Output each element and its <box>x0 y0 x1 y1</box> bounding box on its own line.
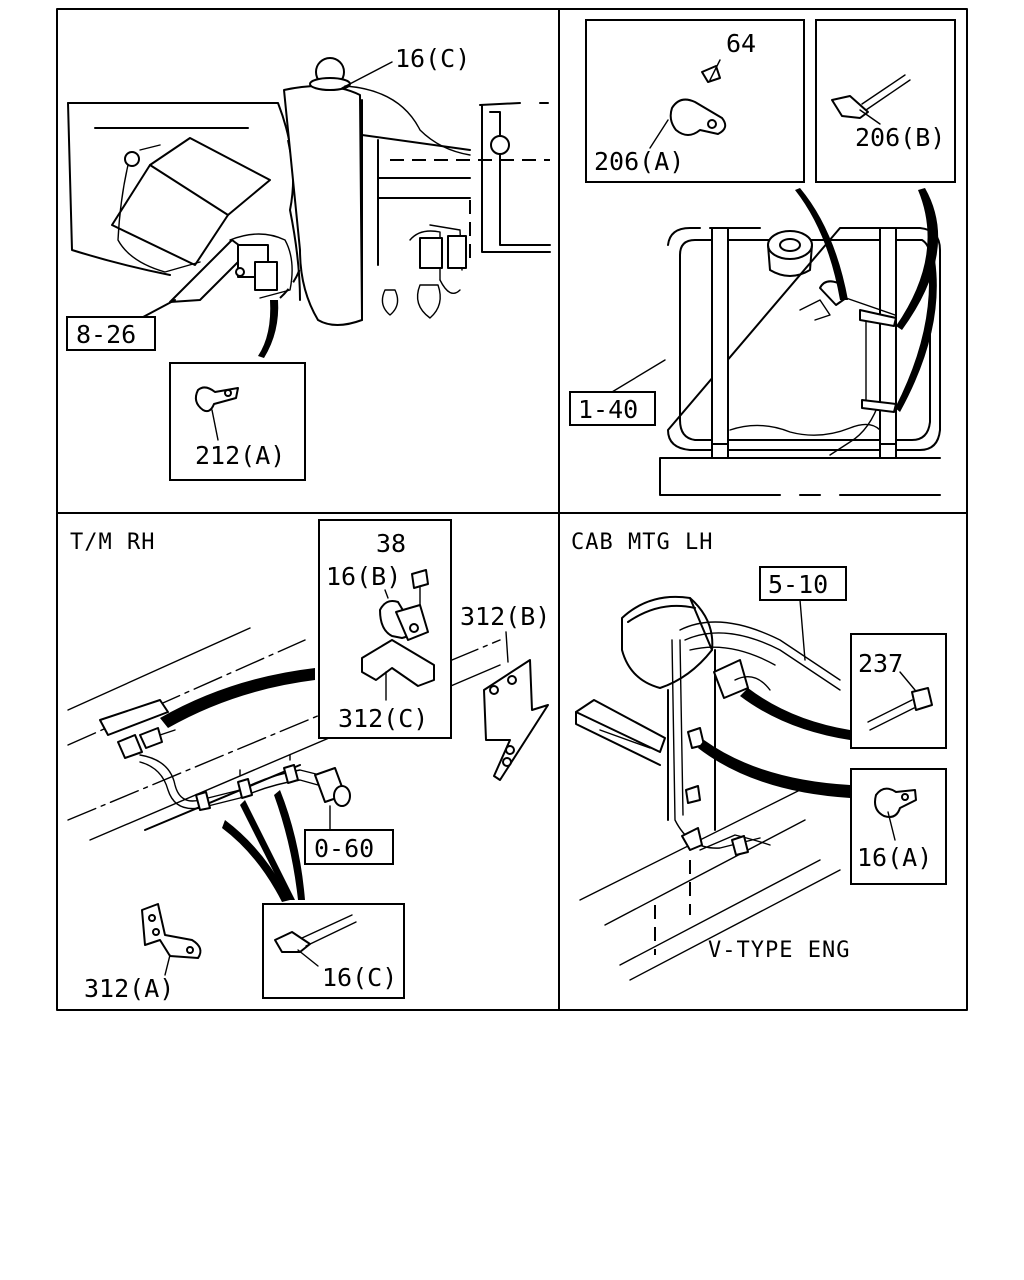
callout-box-0-60 <box>304 829 394 865</box>
panel-grid <box>56 8 968 1011</box>
callout-box-1-40 <box>569 391 656 426</box>
panel-top-left <box>67 57 551 358</box>
callout-212a: 212(A) <box>195 441 285 470</box>
callout-64: 64 <box>726 29 756 58</box>
callout-0-60: 0-60 <box>314 834 374 863</box>
panel-bottom-right <box>575 595 850 981</box>
inset-38-16b-312c <box>318 519 452 739</box>
inset-212a <box>169 362 306 481</box>
callout-237: 237 <box>858 649 903 678</box>
callout-206b: 206(B) <box>855 123 945 152</box>
callout-206a: 206(A) <box>594 147 684 176</box>
callout-38: 38 <box>376 529 406 558</box>
callout-16b: 16(B) <box>326 562 401 591</box>
inset-16a <box>850 768 947 885</box>
callout-16a: 16(A) <box>857 843 932 872</box>
callout-312c: 312(C) <box>338 704 428 733</box>
inset-16c-bottom <box>262 903 405 999</box>
callout-1-40: 1-40 <box>578 395 638 424</box>
panel-top-right <box>585 19 956 496</box>
callout-box-8-26 <box>66 316 156 351</box>
callout-312a: 312(A) <box>84 974 174 1003</box>
inset-237 <box>850 633 947 749</box>
callout-16c-bottom: 16(C) <box>322 963 397 992</box>
callout-5-10: 5-10 <box>768 570 828 599</box>
callout-16c-top: 16(C) <box>395 44 470 73</box>
callout-312b: 312(B) <box>460 602 550 631</box>
note-v-type-eng: V-TYPE ENG <box>708 938 850 963</box>
panel-title-cab-mtg-lh: CAB MTG LH <box>571 530 713 555</box>
callout-8-26: 8-26 <box>76 320 136 349</box>
panel-title-tm-rh: T/M RH <box>70 530 155 555</box>
callout-box-5-10 <box>759 566 847 601</box>
